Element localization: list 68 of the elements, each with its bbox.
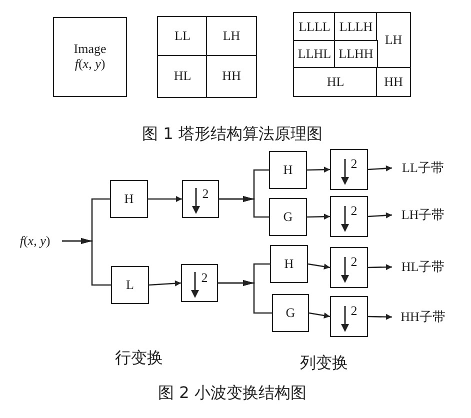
filter-box	[269, 198, 307, 236]
factor-label: 2	[201, 270, 208, 286]
factor-label: 2	[202, 186, 209, 202]
stage-label: 列变换	[300, 353, 348, 374]
arrow	[306, 214, 330, 220]
subband-cell	[293, 67, 378, 97]
node-label: LLHL	[298, 47, 332, 62]
node-label: f(x, y)	[74, 57, 106, 72]
subband-cell	[157, 55, 208, 98]
subband-cell	[376, 12, 411, 69]
arrow	[218, 280, 272, 314]
filter-box	[53, 17, 127, 97]
downsample-box	[182, 180, 219, 218]
node-label: LLLL	[298, 20, 330, 34]
node-label: L	[126, 278, 134, 292]
signal-label: f(x, y)	[20, 234, 50, 248]
signal-label: LL子带	[402, 160, 444, 176]
node-label: H	[283, 162, 293, 178]
arrow	[306, 166, 330, 173]
subband-cell	[376, 67, 411, 97]
filter-box	[270, 245, 308, 283]
arrow	[308, 263, 330, 270]
downsample-box	[330, 247, 368, 288]
arrow	[368, 314, 392, 320]
subband-cell	[206, 16, 257, 57]
factor-label: 2	[350, 304, 358, 319]
filter-box	[272, 294, 309, 332]
subband-cell	[206, 55, 257, 98]
filter-box	[110, 180, 148, 218]
downsample-box	[330, 296, 368, 337]
downsample-box	[330, 196, 368, 237]
figure-caption: 图 2 小波变换结构图	[158, 383, 306, 404]
figure-caption: 图 1 塔形结构算法原理图	[142, 124, 322, 145]
arrow	[148, 196, 182, 202]
node-label: G	[283, 210, 293, 224]
arrow	[368, 165, 392, 172]
factor-label: 2	[350, 204, 358, 219]
factor-label: 2	[350, 157, 358, 172]
downsample-box	[181, 264, 218, 302]
node-label: HL	[326, 74, 344, 90]
subband-cell	[334, 40, 378, 69]
node-label: HL	[174, 69, 192, 84]
signal-label: LH子带	[401, 208, 445, 222]
filter-box	[111, 266, 149, 304]
signal-label: HL子带	[401, 260, 445, 274]
node-label: LL	[174, 29, 190, 44]
node-label: H	[284, 256, 294, 272]
arrow	[368, 212, 392, 218]
arrow	[368, 264, 392, 270]
arrow	[148, 280, 182, 286]
node-label: LH	[384, 33, 402, 48]
factor-label: 2	[350, 255, 358, 270]
node-label: HH	[222, 69, 241, 84]
downsample-box	[330, 149, 368, 190]
signal-label: HH子带	[400, 310, 446, 324]
arrow	[62, 238, 111, 286]
arrow	[219, 196, 269, 218]
arrow	[308, 312, 330, 318]
node-label: LLHH	[338, 47, 374, 62]
stage-label: 行变换	[115, 348, 163, 369]
filter-box	[269, 151, 307, 189]
node-label: G	[286, 306, 296, 320]
subband-cell	[157, 16, 208, 57]
node-label: Image	[74, 42, 106, 57]
node-label: LH	[222, 29, 240, 44]
node-label: H	[124, 192, 134, 206]
node-label: LLLH	[339, 20, 373, 34]
node-label: HH	[384, 74, 403, 90]
